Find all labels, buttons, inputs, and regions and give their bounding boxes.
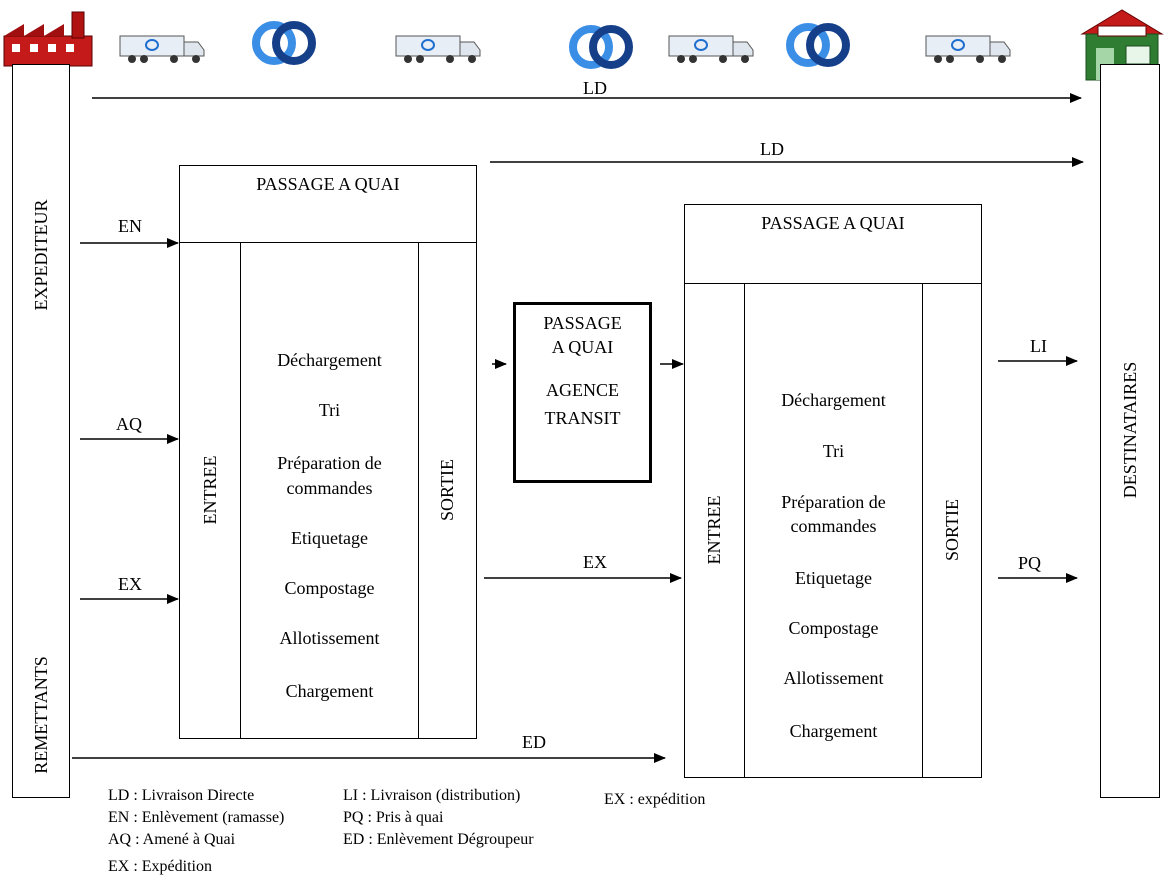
- platform2-steps-box: [744, 283, 923, 778]
- platform2-step: Chargement: [789, 721, 878, 741]
- ex-left-label: EX: [118, 574, 142, 594]
- platform1-step: Chargement: [285, 681, 374, 701]
- rings-icon: [569, 25, 633, 69]
- transit-line: AGENCE: [546, 380, 619, 400]
- platform2-step: Etiquetage: [795, 568, 872, 588]
- rings-icon: [786, 23, 850, 67]
- truck-icon: [395, 35, 481, 63]
- legend-item: PQ : Pris à quai: [343, 809, 444, 826]
- factory-icon: [3, 11, 93, 67]
- platform1-entry-box: [179, 242, 241, 739]
- platform1-exit-box: [418, 242, 477, 739]
- recipient-column: [1100, 64, 1160, 798]
- ex-mid-label: EX: [583, 552, 607, 572]
- platform1-step: Tri: [318, 400, 341, 420]
- platform2-step: Préparation de: [781, 492, 886, 512]
- platform1-step: Etiquetage: [291, 528, 368, 548]
- platform1-step: Compostage: [284, 578, 375, 598]
- platform2-step: Tri: [822, 441, 845, 461]
- platform1-step: Préparation de: [277, 453, 382, 473]
- transit-line: PASSAGE: [543, 313, 622, 333]
- li-label: LI: [1030, 336, 1047, 356]
- platform1-step: commandes: [286, 478, 373, 498]
- ld-second-label: LD: [760, 139, 784, 159]
- platform2-step: commandes: [790, 516, 877, 536]
- platform1-header: PASSAGE A QUAI: [256, 174, 400, 194]
- transit-line: TRANSIT: [544, 408, 621, 428]
- platform1-step: Déchargement: [277, 350, 382, 370]
- en-label: EN: [118, 216, 142, 236]
- ed-label: ED: [522, 732, 546, 752]
- legend-item: ED : Enlèvement Dégroupeur: [343, 831, 534, 848]
- truck-icon: [925, 35, 1011, 63]
- truck-icon: [119, 35, 205, 63]
- legend-item: LI : Livraison (distribution): [343, 787, 521, 804]
- rings-icon: [252, 21, 316, 65]
- sender-column: [12, 64, 70, 798]
- platform2-step: Déchargement: [781, 390, 886, 410]
- legend-item: EN : Enlèvement (ramasse): [108, 809, 285, 826]
- platform1-step: Allotissement: [279, 628, 380, 648]
- platform1-steps-box: [240, 242, 419, 739]
- platform2-step: Compostage: [788, 618, 879, 638]
- platform2-exit-box: [922, 283, 982, 778]
- truck-icon: [668, 35, 754, 63]
- legend-item: AQ : Amené à Quai: [108, 831, 236, 848]
- platform2-step: Allotissement: [783, 668, 884, 688]
- platform2-header: PASSAGE A QUAI: [761, 213, 905, 233]
- transit-line: A QUAI: [551, 337, 614, 357]
- legend-item: LD : Livraison Directe: [108, 787, 255, 804]
- pq-label: PQ: [1018, 553, 1042, 573]
- legend-item: EX : expédition: [604, 791, 706, 808]
- aq-label: AQ: [116, 414, 142, 434]
- platform2-header-box: [684, 204, 982, 284]
- ld-top-label: LD: [583, 78, 607, 98]
- transit-agency-box: [513, 302, 652, 483]
- legend-item: EX : Expédition: [108, 858, 212, 875]
